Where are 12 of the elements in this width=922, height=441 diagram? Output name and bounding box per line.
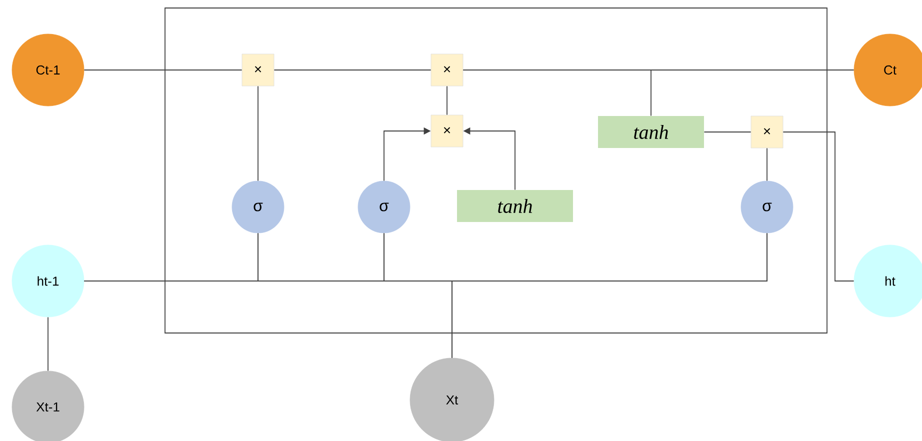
tanh-box: tanh [598, 116, 704, 148]
tanh-box: tanh [457, 190, 573, 222]
multiply-box: × [430, 54, 464, 86]
cell-frame [164, 8, 828, 334]
multiply-box: × [750, 116, 784, 148]
connector-line [782, 132, 854, 282]
connector-line [766, 148, 768, 182]
multiply-box: × [242, 54, 274, 86]
connector-line [462, 70, 652, 116]
multiply-box: × [430, 114, 464, 148]
connector-line [446, 86, 448, 116]
connector-line [452, 232, 768, 358]
